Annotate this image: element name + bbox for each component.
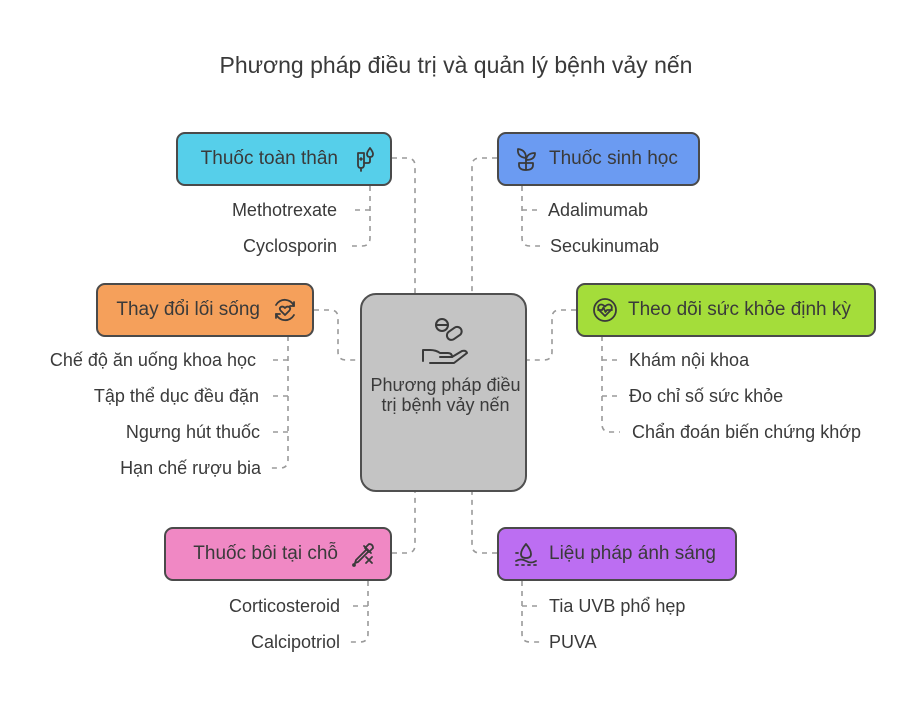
center-node: Phương pháp điều trị bệnh vảy nến (360, 293, 527, 492)
node-light-therapy[interactable]: Liệu pháp ánh sáng (497, 527, 737, 581)
item-adalimumab: Adalimumab (548, 200, 649, 220)
item-narrowband-uvb: Tia UVB phổ hẹp (549, 596, 686, 616)
item-healthy-diet: Chế độ ăn uống khoa học (49, 350, 256, 370)
iv-drip-icon (357, 147, 374, 172)
light-drop-icon (515, 543, 537, 566)
heart-monitor-icon (593, 298, 617, 322)
node-health-monitoring-label: Theo dõi sức khỏe định kỳ (628, 299, 851, 320)
item-quit-smoking: Ngưng hút thuốc (125, 422, 260, 442)
item-cyclosporin: Cyclosporin (242, 236, 337, 256)
dropper-icon (352, 543, 374, 567)
diagram-title: Phương pháp điều trị và quản lý bệnh vảy… (219, 52, 693, 78)
node-topical-drugs[interactable]: Thuốc bôi tại chỗ (164, 527, 392, 581)
item-corticosteroid: Corticosteroid (228, 596, 340, 616)
item-joint-complication-diagnosis: Chẩn đoán biến chứng khớp (632, 422, 862, 442)
item-internal-exam: Khám nội khoa (629, 350, 750, 370)
node-health-monitoring[interactable]: Theo dõi sức khỏe định kỳ (576, 283, 876, 337)
node-biologic-drugs-label: Thuốc sinh học (549, 148, 678, 169)
pills-hand-icon (422, 318, 468, 364)
node-lifestyle-change-label: Thay đổi lối sống (116, 299, 260, 320)
sprout-icon (517, 148, 536, 171)
heart-cycle-icon (275, 298, 295, 322)
node-biologic-drugs[interactable]: Thuốc sinh học (497, 132, 700, 186)
item-secukinumab: Secukinumab (550, 236, 660, 256)
item-calcipotriol: Calcipotriol (250, 632, 340, 652)
item-puva: PUVA (549, 632, 597, 652)
node-topical-drugs-label: Thuốc bôi tại chỗ (193, 543, 338, 564)
node-systemic-drugs[interactable]: Thuốc toàn thân (176, 132, 392, 186)
item-regular-exercise: Tập thể dục đều đặn (93, 386, 259, 406)
item-limit-alcohol: Hạn chế rượu bia (120, 458, 261, 478)
node-lifestyle-change[interactable]: Thay đổi lối sống (96, 283, 314, 337)
item-methotrexate: Methotrexate (231, 200, 337, 220)
item-health-metrics: Đo chỉ số sức khỏe (629, 386, 784, 406)
node-light-therapy-label: Liệu pháp ánh sáng (549, 543, 716, 564)
center-label: Phương pháp điều trị bệnh vảy nến (370, 375, 521, 415)
node-systemic-drugs-label: Thuốc toàn thân (200, 148, 338, 169)
